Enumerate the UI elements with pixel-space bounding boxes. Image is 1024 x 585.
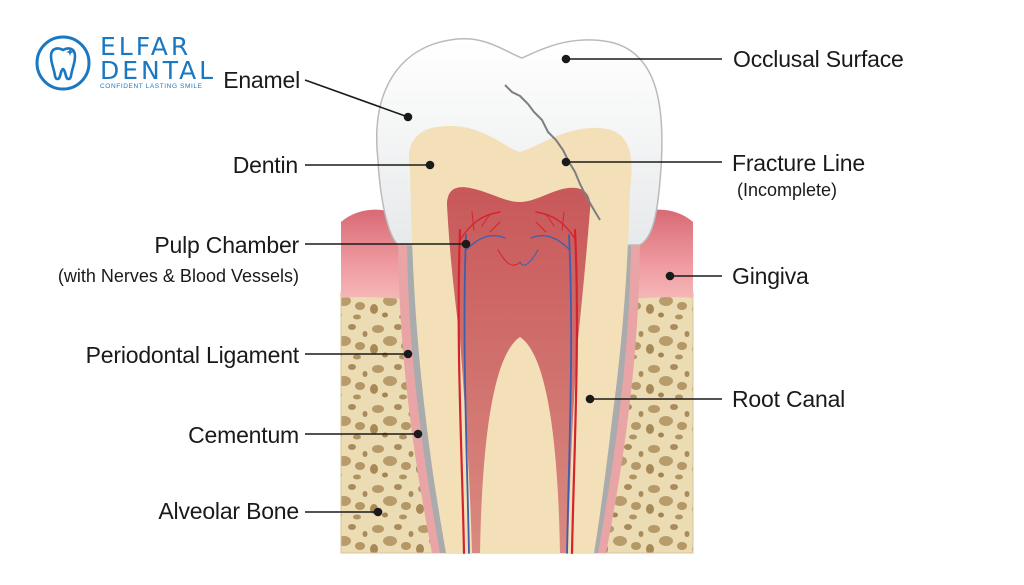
logo-line-2: DENTAL [100, 56, 217, 85]
label-gingiva: Gingiva [732, 263, 809, 289]
label-alveolar-bone: Alveolar Bone [158, 498, 299, 524]
label-cementum: Cementum [188, 422, 299, 448]
tooth-logo-icon [35, 35, 91, 91]
logo-line-1: ELFAR [100, 32, 192, 61]
label-pulp-chamber-sub: (with Nerves & Blood Vessels) [57, 266, 299, 286]
label-occlusal-surface: Occlusal Surface [733, 46, 904, 72]
label-enamel: Enamel [223, 67, 300, 93]
label-fracture-line-sub: (Incomplete) [737, 180, 838, 200]
nerves-and-vessels [457, 211, 579, 555]
label-pulp-chamber: Pulp Chamber [154, 232, 299, 258]
elfar-dental-logo: ELFAR DENTAL CONFIDENT LASTING SMILE [34, 34, 224, 92]
label-fracture-line: Fracture Line [732, 150, 865, 176]
label-periodontal-ligament: Periodontal Ligament [85, 342, 300, 368]
logo-tagline: CONFIDENT LASTING SMILE [100, 83, 203, 90]
fracture-line [504, 84, 601, 221]
label-dentin: Dentin [232, 152, 298, 178]
leader-lines [304, 54, 722, 517]
label-root-canal: Root Canal [732, 386, 846, 412]
